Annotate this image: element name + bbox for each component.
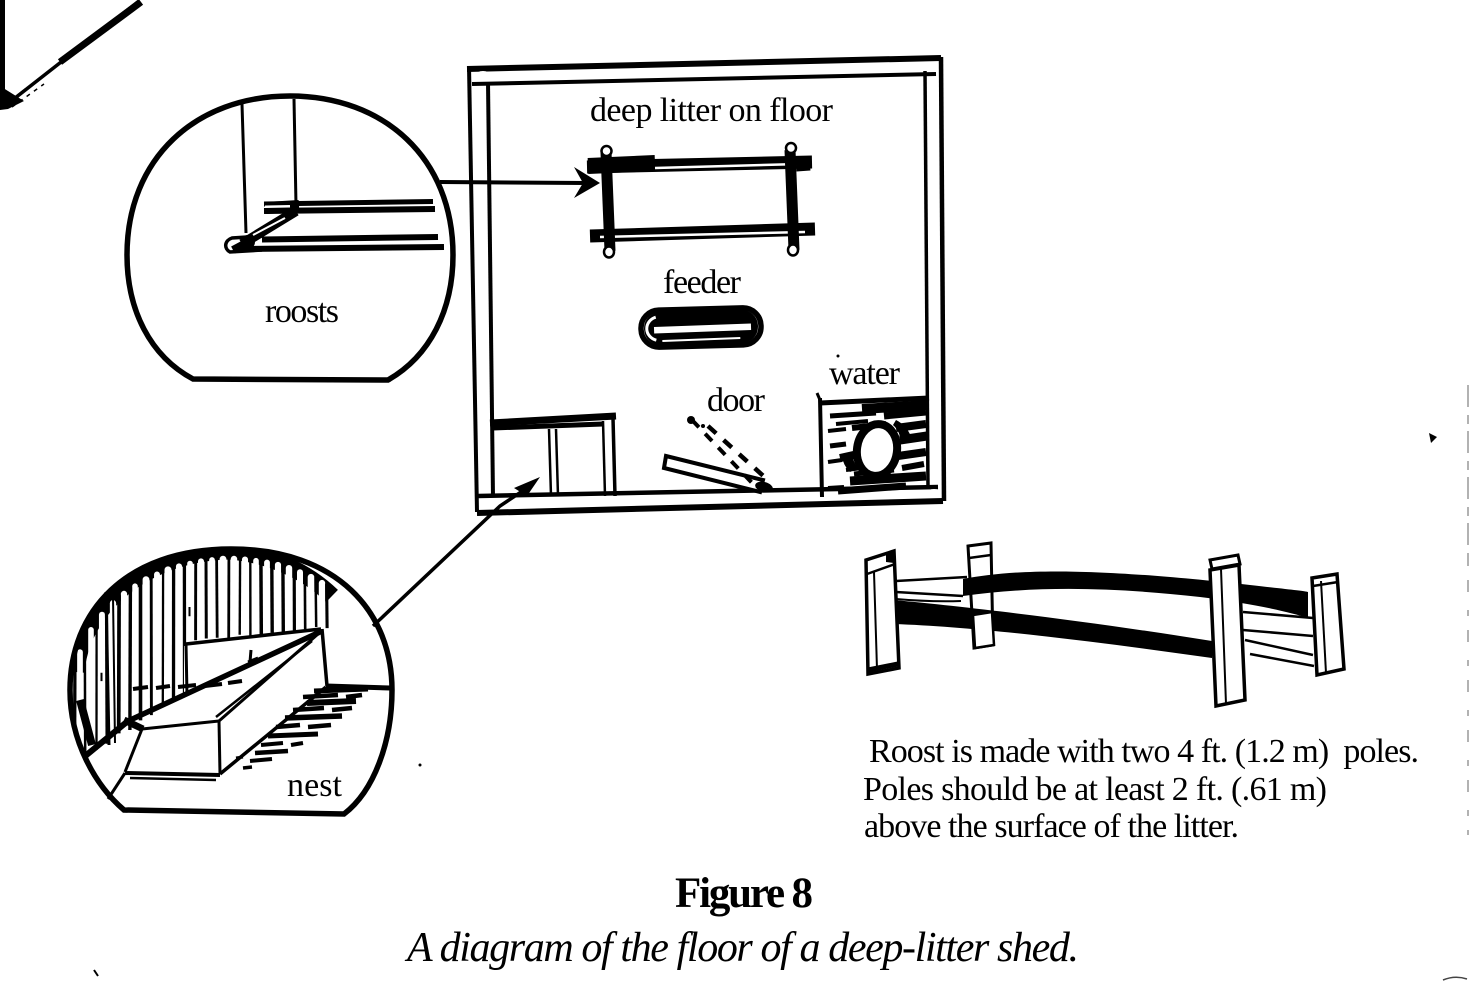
svg-text:Poles should be at least 2 ft.: Poles should be at least 2 ft. (.61 m) [863, 771, 1327, 808]
svg-text:door: door [707, 382, 766, 419]
svg-text:deep litter on floor: deep litter on floor [590, 92, 834, 129]
svg-text:roosts: roosts [265, 293, 339, 330]
svg-text:water: water [829, 355, 901, 392]
svg-text:above the surface of the litte: above the surface of the litter. [864, 808, 1239, 845]
svg-text:A diagram of the floor of a de: A diagram of the floor of a deep-litter … [404, 925, 1079, 971]
svg-text:nest: nest [287, 767, 343, 804]
svg-text:feeder: feeder [663, 264, 742, 301]
svg-text:Figure 8: Figure 8 [675, 870, 813, 917]
svg-text:Roost is made with two 4 ft. (: Roost is made with two 4 ft. (1.2 m) pol… [869, 733, 1419, 770]
